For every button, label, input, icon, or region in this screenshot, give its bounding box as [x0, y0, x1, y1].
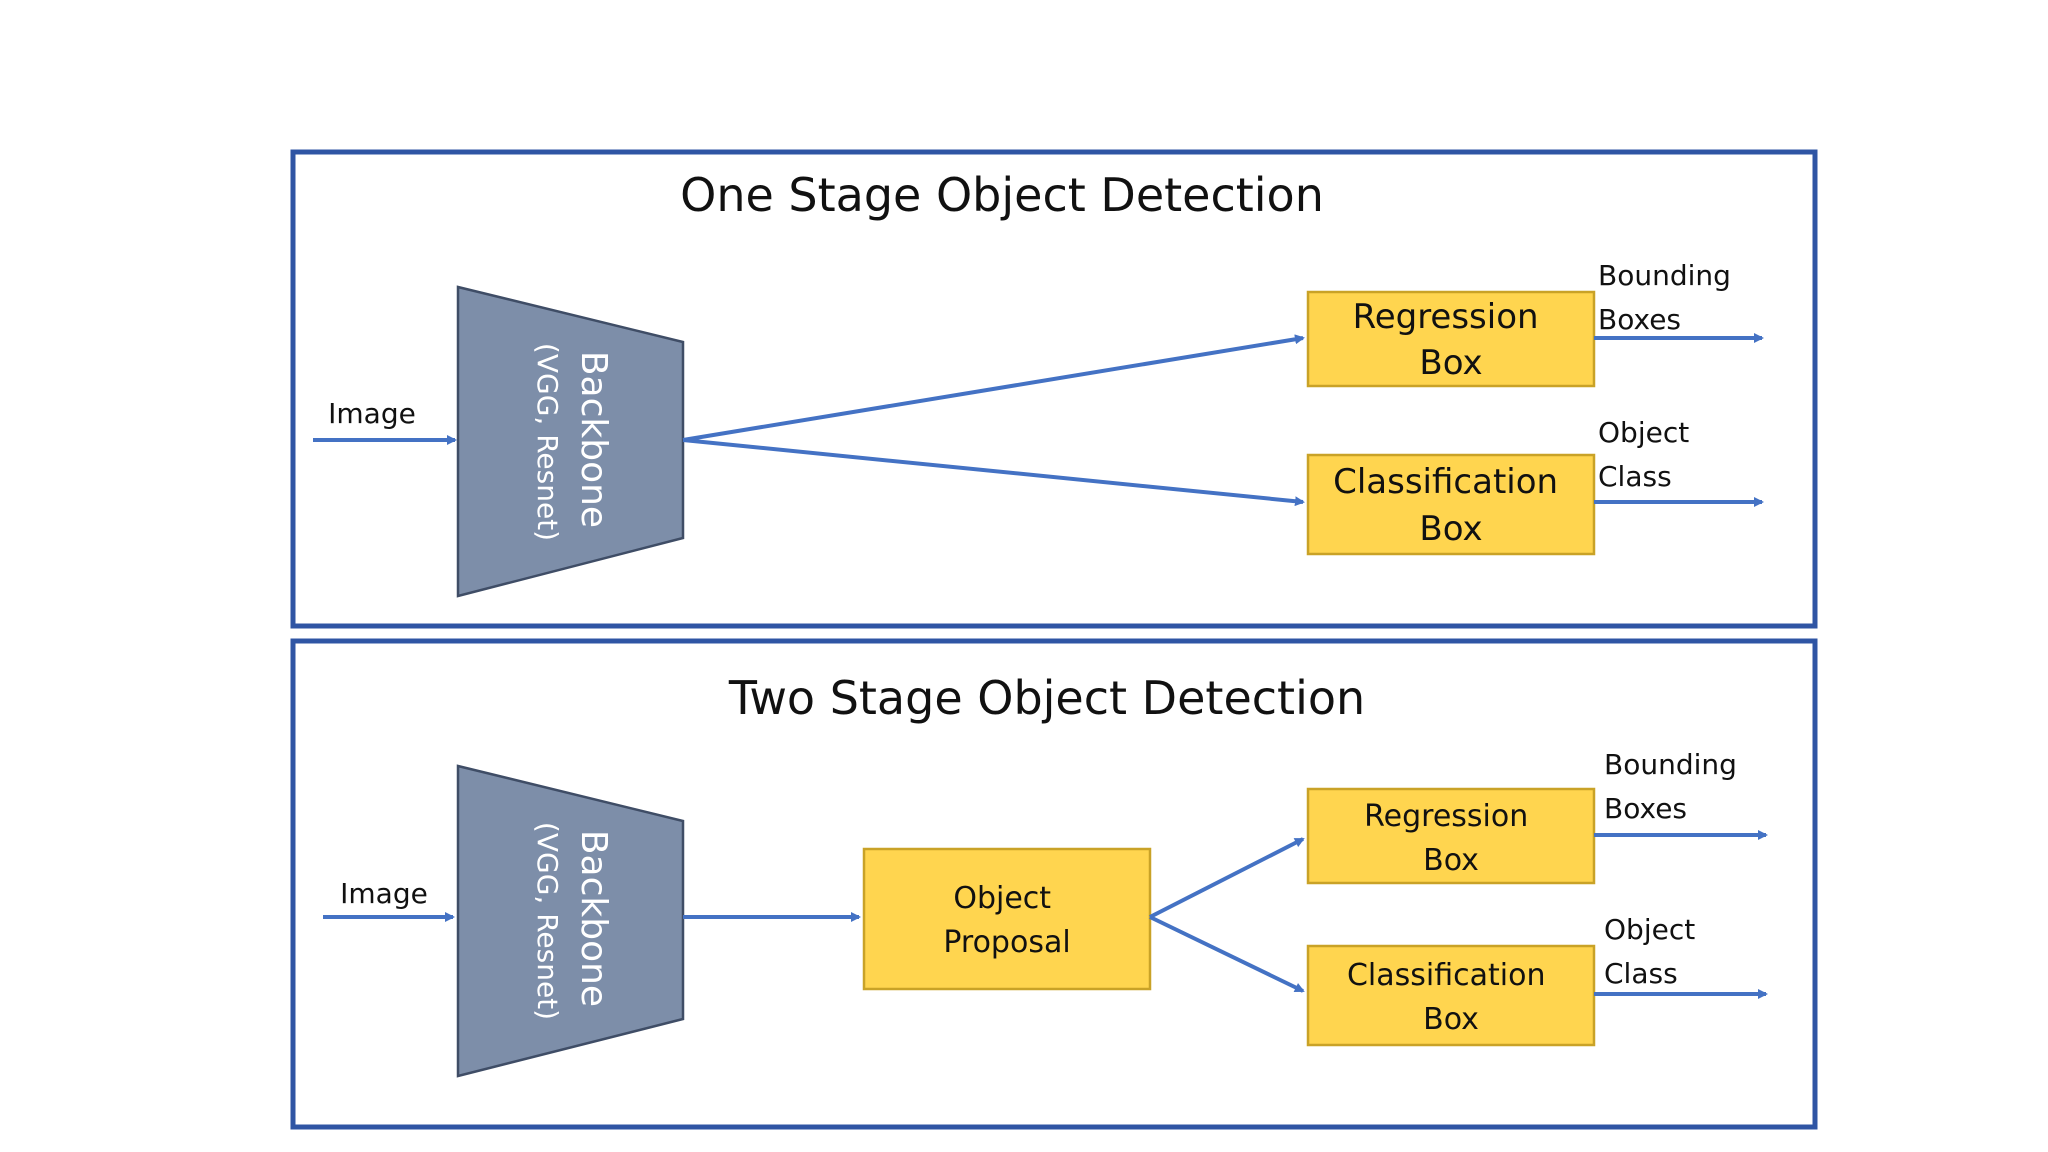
two-stage-regression-box: [1306, 787, 1596, 885]
one-stage-backbone: [456, 285, 685, 598]
two-stage-regression-line1: Regression: [1364, 799, 1528, 834]
one-stage-classification-line1: Classification: [1333, 462, 1558, 502]
one-stage-backbone-label: Backbone (VGG, Resnet): [531, 343, 614, 541]
one-stage-panel: One Stage Object Detection Image Backbon…: [290, 149, 1818, 629]
one-stage-object-class-line1: Object: [1598, 416, 1689, 449]
two-stage-backbone: [456, 764, 685, 1078]
two-stage-title: Two Stage Object Detection: [728, 671, 1365, 725]
one-stage-bounding-boxes-line2: Boxes: [1598, 303, 1681, 336]
one-stage-object-class-label: Object Class: [1598, 416, 1698, 493]
two-stage-proposal-label: Object Proposal: [943, 881, 1070, 960]
two-stage-backbone-label: Backbone (VGG, Resnet): [531, 822, 614, 1020]
two-stage-proposal-box: [862, 847, 1152, 991]
two-stage-backbone-line1: Backbone: [573, 830, 614, 1007]
one-stage-object-class-line2: Class: [1598, 460, 1672, 493]
two-stage-to-classification-arrow: [1149, 915, 1305, 993]
two-stage-classification-line2: Box: [1423, 1002, 1479, 1037]
one-stage-regression-box: [1306, 290, 1596, 388]
one-stage-regression-line1: Regression: [1353, 297, 1539, 337]
one-stage-backbone-line1: Backbone: [573, 351, 614, 528]
two-stage-to-regression-arrow: [1149, 837, 1305, 919]
two-stage-input-label: Image: [340, 877, 428, 910]
one-stage-to-classification-arrow: [682, 438, 1305, 507]
two-stage-object-class-line2: Class: [1604, 957, 1678, 990]
two-stage-regression-line2: Box: [1423, 843, 1479, 878]
one-stage-regression-label: Regression Box: [1353, 297, 1550, 383]
two-stage-classification-line1: Classification: [1347, 958, 1546, 993]
one-stage-regression-line2: Box: [1419, 343, 1482, 383]
two-stage-object-class-line1: Object: [1604, 913, 1695, 946]
one-stage-bounding-boxes-line1: Bounding: [1598, 259, 1731, 292]
one-stage-title: One Stage Object Detection: [680, 168, 1324, 222]
two-stage-frame: [290, 638, 1818, 1130]
one-stage-classification-line2: Box: [1419, 509, 1482, 549]
one-stage-frame: [290, 149, 1818, 629]
two-stage-panel: Two Stage Object Detection Image Backbon…: [290, 638, 1818, 1130]
two-stage-backbone-line2: (VGG, Resnet): [531, 822, 564, 1020]
two-stage-proposal-line1: Object: [953, 881, 1051, 916]
two-stage-proposal-line2: Proposal: [943, 925, 1070, 960]
two-stage-bounding-boxes-line1: Bounding: [1604, 748, 1737, 781]
two-stage-bounding-boxes-label: Bounding Boxes: [1604, 748, 1746, 825]
one-stage-bounding-boxes-label: Bounding Boxes: [1598, 259, 1740, 336]
one-stage-to-regression-arrow: [682, 334, 1305, 442]
one-stage-classification-box: [1306, 453, 1596, 556]
one-stage-input-label: Image: [328, 397, 416, 430]
two-stage-object-class-label: Object Class: [1604, 913, 1704, 990]
two-stage-regression-label: Regression Box: [1364, 799, 1538, 878]
two-stage-classification-label: Classification Box: [1347, 958, 1555, 1037]
one-stage-backbone-line2: (VGG, Resnet): [531, 343, 564, 541]
one-stage-classification-label: Classification Box: [1333, 462, 1569, 549]
two-stage-bounding-boxes-line2: Boxes: [1604, 792, 1687, 825]
